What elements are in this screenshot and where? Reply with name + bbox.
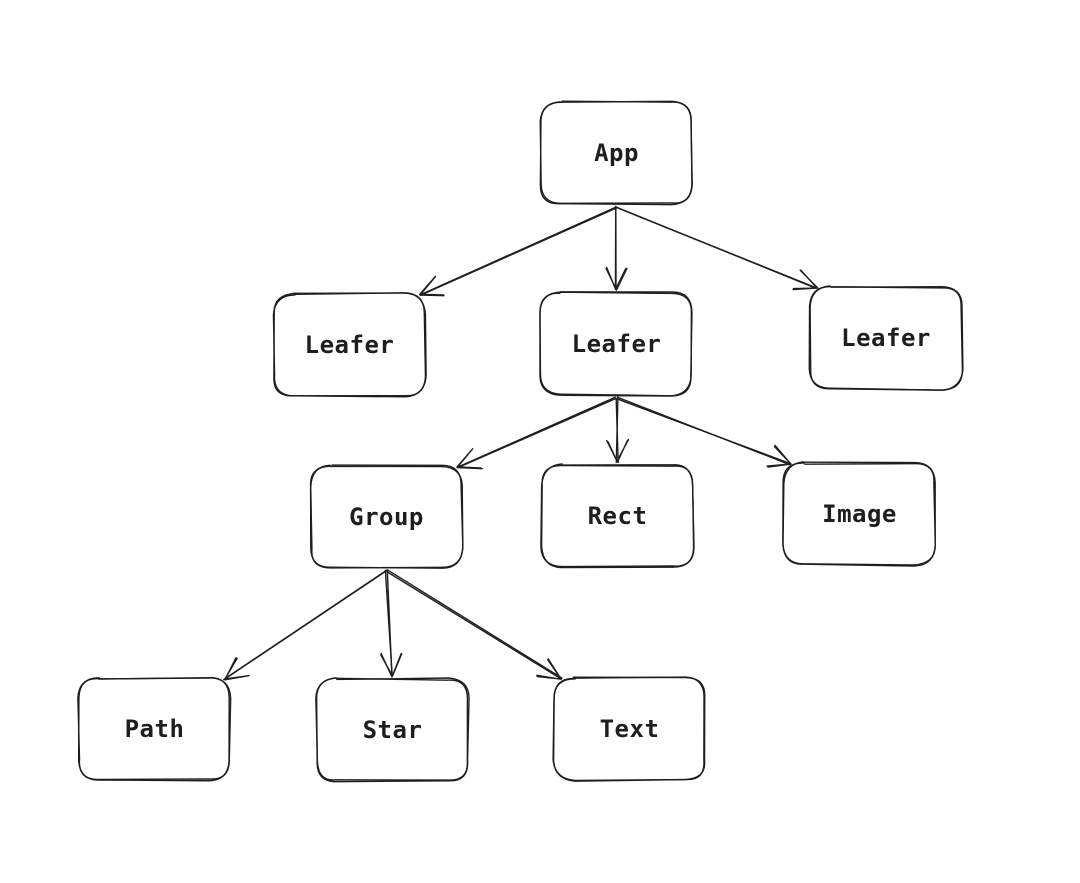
node-label-leafer-middle: Leafer [571,330,662,358]
node-leafer-left: Leafer [272,292,427,398]
node-image: Image [782,461,936,567]
node-rect: Rect [540,463,695,569]
node-label-star: Star [362,716,423,744]
node-star: Star [315,677,470,783]
node-label-leafer-right: Leafer [841,324,931,352]
node-box-outline [808,285,964,391]
node-label-path: Path [124,715,185,743]
node-group: Group [309,464,464,569]
node-box-outline [552,676,706,782]
edge-arrow [456,396,617,470]
node-box-outline [782,461,936,567]
edge-arrow [223,569,388,681]
node-label-group: Group [349,503,424,531]
node-app: App [539,100,693,206]
node-path: Path [77,676,232,782]
edge-arrow [419,206,619,297]
node-box-outline [539,100,693,206]
edge-arrow [380,569,403,678]
node-box-outline [315,677,470,783]
node-label-rect: Rect [587,502,648,530]
node-leafer-middle: Leafer [539,291,693,397]
edge-arrow [615,206,819,291]
node-box-outline [540,463,695,569]
node-box-outline [272,292,427,398]
node-box-outline [77,676,232,782]
node-label-text: Text [599,715,660,743]
node-box-outline [309,464,464,569]
node-leafer-right: Leafer [808,285,964,391]
edge-arrow [616,396,792,468]
edge-arrow [606,396,630,464]
edge-arrow [386,569,563,680]
node-label-leafer-left: Leafer [304,331,395,359]
node-text: Text [552,676,706,782]
node-label-image: Image [822,500,897,528]
node-label-app: App [594,139,639,167]
edge-arrow [605,205,628,291]
node-box-outline [539,291,693,397]
